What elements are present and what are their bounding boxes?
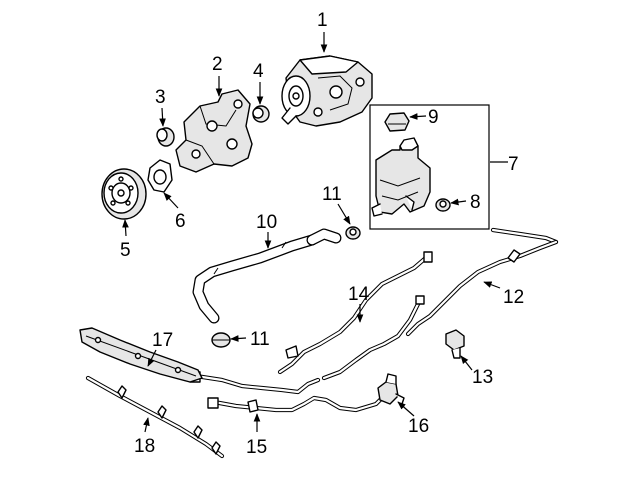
hose-clamp-lower: [211, 332, 231, 348]
callout-5: 5: [120, 240, 131, 261]
callout-10: 10: [256, 212, 277, 233]
lower-hose-lines: [189, 371, 387, 413]
pressure-sensor: [377, 373, 405, 405]
callout-9: 9: [428, 107, 439, 128]
bushing-right: [252, 105, 270, 123]
bushing-left: [156, 127, 175, 147]
pump-pulley: [101, 168, 147, 220]
reservoir-cap: [384, 112, 410, 132]
callout-16: 16: [408, 416, 429, 437]
cooler-lines: [277, 251, 433, 381]
callout-15: 15: [246, 437, 267, 458]
callout-8: 8: [470, 192, 481, 213]
leader-lines: [122, 32, 508, 433]
hose-clamp-upper: [345, 226, 361, 240]
callout-14: 14: [348, 284, 370, 305]
callout-labels: 1 2 3 4 5 6 7 8 9 10 11 11 12 13 14 15 1…: [120, 10, 524, 458]
mounting-bolt: [445, 329, 465, 359]
power-steering-pump: [281, 55, 373, 127]
cooler-rail: [79, 327, 203, 383]
callout-17: 17: [152, 330, 173, 351]
callout-4: 4: [253, 61, 264, 82]
pressure-line: [405, 227, 559, 337]
pump-bracket: [175, 89, 253, 173]
reservoir-grommet: [435, 198, 451, 212]
callout-2: 2: [212, 54, 223, 75]
callout-18: 18: [134, 436, 155, 457]
cooler-tube: [85, 375, 225, 459]
return-hose: [192, 228, 342, 324]
callout-12: 12: [503, 287, 524, 308]
callout-1: 1: [317, 10, 328, 31]
callout-13: 13: [472, 367, 493, 388]
callout-6: 6: [175, 211, 186, 232]
pump-gasket: [147, 159, 173, 193]
callout-11-lower: 11: [250, 329, 270, 350]
reservoir-group-box: [369, 104, 490, 230]
callout-3: 3: [155, 87, 166, 108]
callout-11-upper: 11: [322, 184, 342, 205]
fluid-reservoir: [371, 137, 431, 217]
callout-7: 7: [508, 154, 519, 175]
